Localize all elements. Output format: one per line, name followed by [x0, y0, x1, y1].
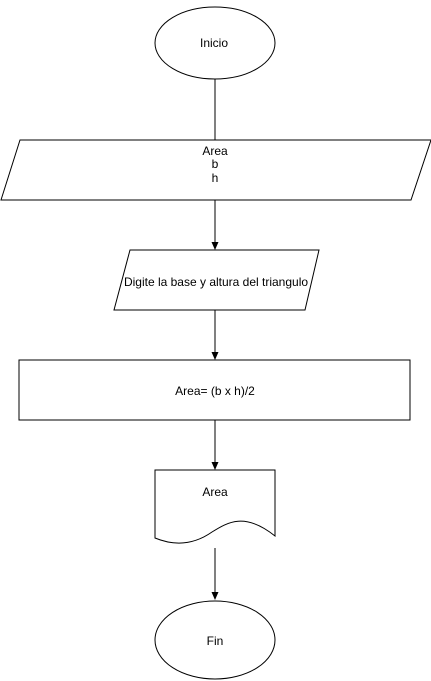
input-parallelogram[interactable] [113, 249, 320, 311]
output-document[interactable] [154, 469, 276, 544]
process-label: Area= (b x h)/2 [175, 384, 255, 398]
end-terminator[interactable] [154, 600, 276, 680]
process-rectangle[interactable] [18, 359, 411, 421]
start-label: Inicio [200, 36, 228, 50]
input-label: Digite la base y altura del triangulo [124, 275, 308, 289]
declare-line-h: h [212, 171, 219, 185]
declare-line-area: Area [202, 144, 228, 158]
end-label: Fin [207, 634, 224, 648]
declare-parallelogram[interactable] [0, 139, 431, 201]
declare-line-b: b [212, 157, 219, 171]
output-label: Area [202, 485, 228, 499]
